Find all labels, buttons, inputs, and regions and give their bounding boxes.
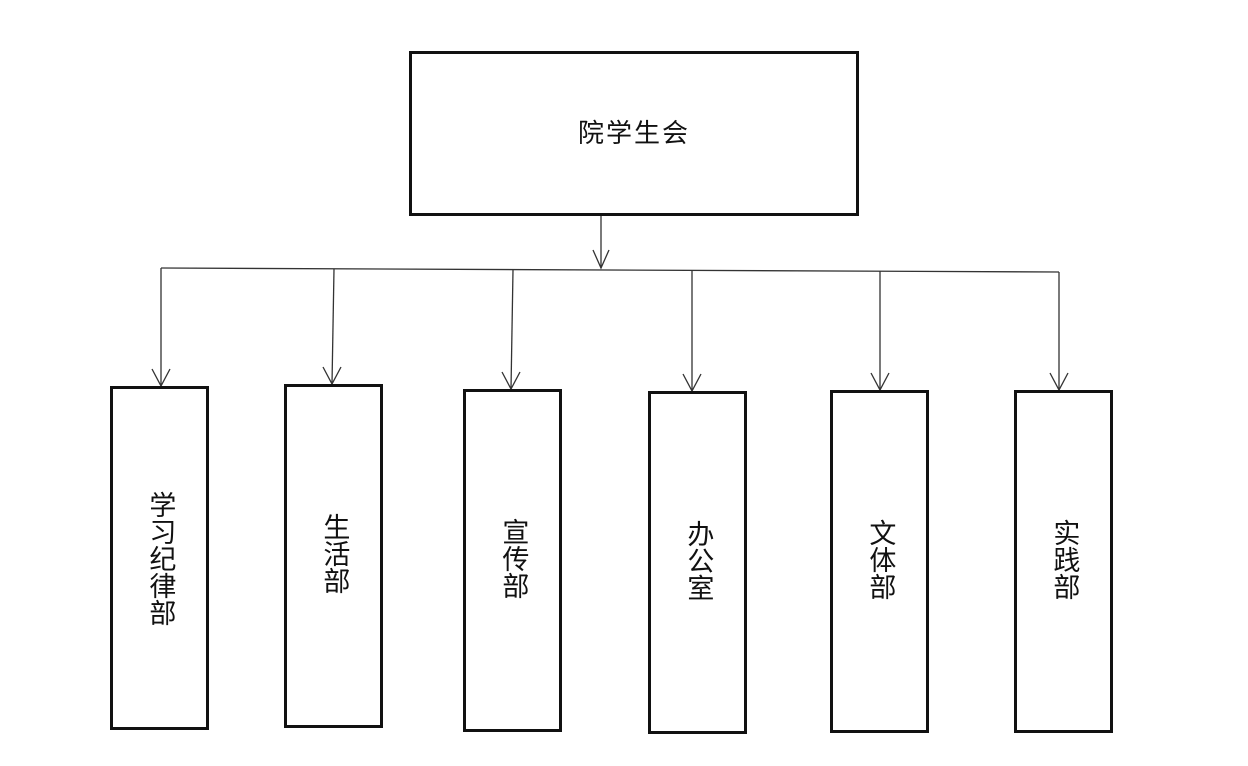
dept-node-life: 生活部 — [284, 384, 383, 728]
trunk-arrowhead — [592, 249, 610, 270]
root-node-student-union: 院学生会 — [409, 51, 859, 216]
dept-node-label: 宣传部 — [497, 518, 529, 599]
dept-node-office: 办公室 — [648, 391, 747, 734]
drop-line-2 — [331, 268, 335, 385]
dept-node-publicity: 宣传部 — [463, 389, 562, 732]
dept-node-label: 实践部 — [1048, 519, 1080, 600]
dept-node-label: 学习纪律部 — [144, 490, 176, 626]
dept-node-label: 办公室 — [682, 520, 714, 601]
dept-node-study-discipline: 学习纪律部 — [110, 386, 209, 730]
root-node-label: 院学生会 — [577, 118, 690, 149]
distribution-bar — [160, 267, 1060, 273]
drop-line-3 — [510, 269, 514, 390]
dept-node-label: 文体部 — [864, 519, 896, 600]
dept-node-practice: 实践部 — [1014, 390, 1113, 733]
dept-node-label: 生活部 — [318, 513, 350, 594]
dept-node-sports-culture: 文体部 — [830, 390, 929, 733]
